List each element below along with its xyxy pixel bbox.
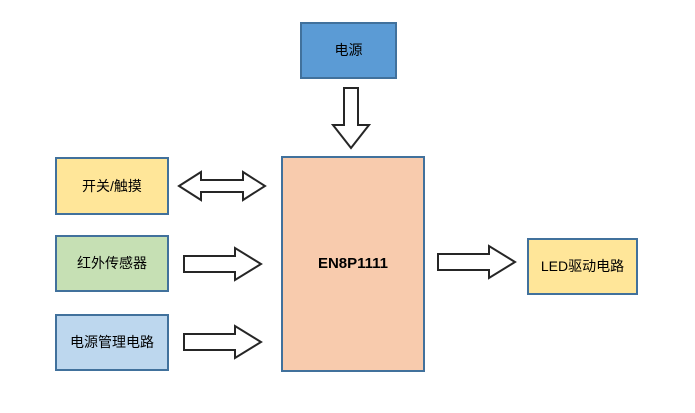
node-mcu-label: EN8P1111 [317,255,389,272]
node-power-mgmt: 电源管理电路 [55,314,169,371]
node-ir-sensor: 红外传感器 [55,235,169,292]
node-switch-touch: 开关/触摸 [55,157,169,215]
node-mcu-en8p1111: EN8P1111 [281,156,425,372]
node-ir-sensor-label: 红外传感器 [77,255,147,272]
arrow-ir-to-mcu-icon [183,246,263,282]
node-power-label: 电源 [334,42,363,59]
node-led-driver-label: LED驱动电路 [540,258,625,275]
node-power: 电源 [300,22,397,79]
node-switch-touch-label: 开关/触摸 [82,177,142,194]
arrow-pm-to-mcu-icon [183,324,263,360]
arrow-power-to-mcu-icon [331,87,371,150]
node-power-mgmt-label: 电源管理电路 [70,334,154,351]
arrow-switch-mcu-bidirectional-icon [177,170,267,202]
arrow-mcu-to-led-icon [437,244,517,280]
node-led-driver: LED驱动电路 [527,238,638,295]
